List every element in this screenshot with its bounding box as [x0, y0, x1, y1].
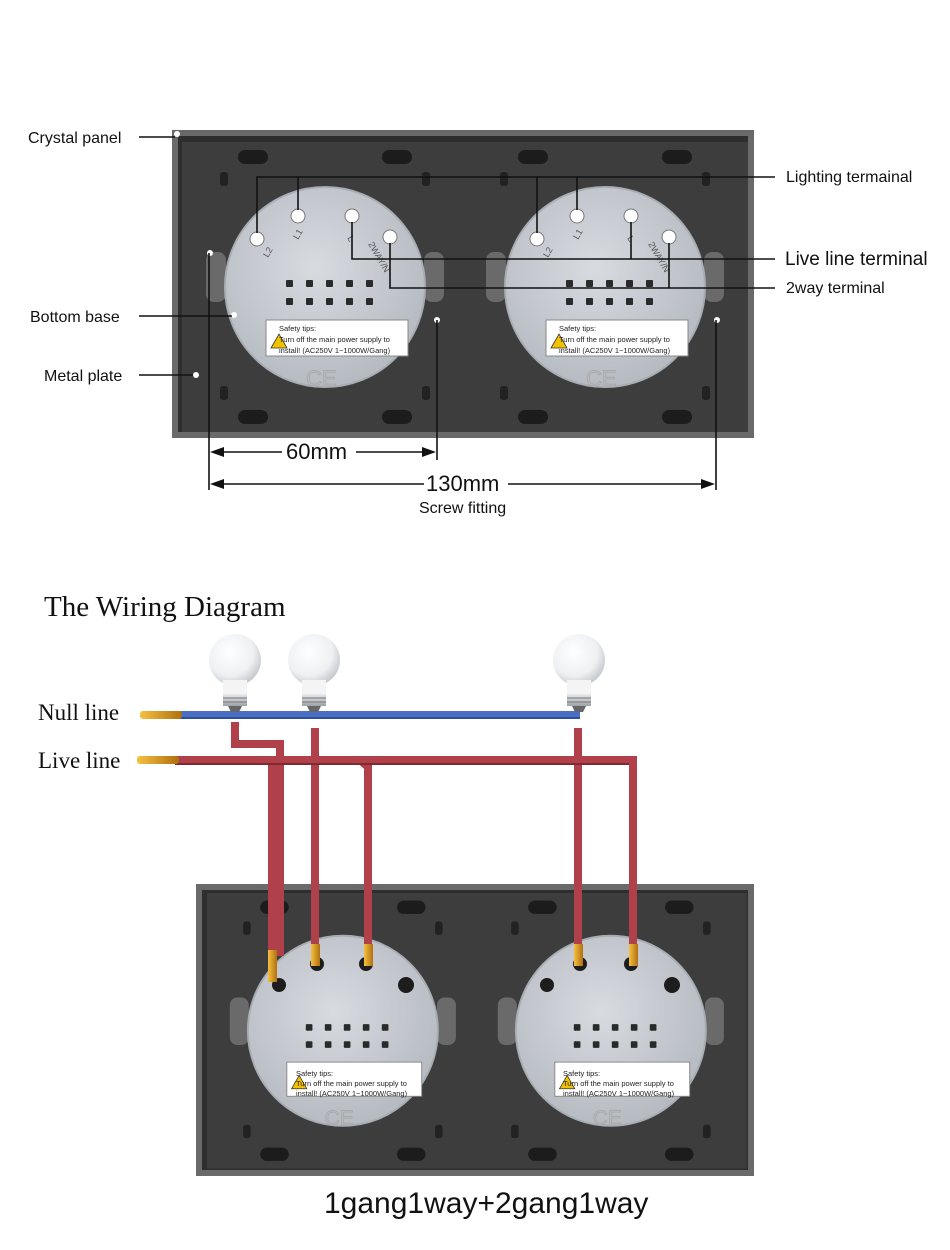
- safety-line2: install! (AC250V 1~1000W/Gang): [296, 1089, 408, 1098]
- wiring-caption: 1gang1way+2gang1way: [324, 1187, 648, 1220]
- bottom-module-right-labels: Safety tips: Turn off the main power sup…: [563, 1069, 675, 1098]
- bottom-module-left-labels: Safety tips: Turn off the main power sup…: [296, 1069, 408, 1098]
- dimension-130mm: 130mm: [426, 471, 499, 496]
- safety-line1: Turn off the main power supply to: [296, 1079, 407, 1088]
- switch-panel-bottom: Safety tips: Turn off the main power sup…: [196, 884, 754, 1176]
- light-bulb-icon: [287, 633, 341, 713]
- safety-title: Safety tips:: [279, 324, 316, 333]
- dimension-60mm: 60mm: [286, 439, 347, 464]
- terminal-label-l1: L1: [571, 227, 585, 241]
- safety-line1: Turn off the main power supply to: [279, 335, 390, 344]
- safety-title: Safety tips:: [563, 1069, 600, 1078]
- safety-title: Safety tips:: [559, 324, 596, 333]
- callout-lighting-terminal: Lighting termainal: [786, 169, 912, 186]
- light-bulb-icon: [208, 633, 262, 713]
- null-line-label: Null line: [38, 700, 119, 725]
- safety-title: Safety tips:: [296, 1069, 333, 1078]
- gang-plate-left: [181, 141, 469, 433]
- safety-line1: Turn off the main power supply to: [563, 1079, 674, 1088]
- bottom-gang-plate-left: [206, 892, 480, 1170]
- safety-line2: install! (AC250V 1~1000W/Gang): [563, 1089, 675, 1098]
- callout-live-line-terminal: Live line terminal: [785, 249, 928, 270]
- safety-line2: install! (AC250V 1~1000W/Gang): [279, 346, 391, 355]
- terminal-label-l2: L2: [541, 245, 555, 259]
- wiring-title: The Wiring Diagram: [44, 591, 286, 623]
- terminal-label-l2: L2: [261, 245, 275, 259]
- callout-crystal-panel: Crystal panel: [28, 130, 121, 147]
- null-wire: [180, 711, 580, 719]
- callout-metal-plate: Metal plate: [44, 368, 122, 385]
- callout-2way-terminal: 2way terminal: [786, 280, 885, 297]
- leader-lines: [139, 136, 775, 376]
- callout-bottom-base: Bottom base: [30, 309, 120, 326]
- terminal-label-l1: L1: [291, 227, 305, 241]
- safety-line2: install! (AC250V 1~1000W/Gang): [559, 346, 671, 355]
- screw-fitting-label: Screw fitting: [419, 500, 506, 517]
- safety-line1: Turn off the main power supply to: [559, 335, 670, 344]
- copper-wire-ends: [137, 711, 638, 982]
- light-bulb-icon: [552, 633, 606, 713]
- terminal-label-l: L: [345, 234, 356, 243]
- live-line-label: Live line: [38, 748, 120, 773]
- bottom-gang-plate-right: [474, 892, 748, 1170]
- dimension-lines: [208, 253, 717, 490]
- live-wires: [175, 722, 637, 956]
- switch-panel-top: Safety tips: Turn off the main power sup…: [172, 130, 754, 438]
- gang-plate-right: [461, 141, 749, 433]
